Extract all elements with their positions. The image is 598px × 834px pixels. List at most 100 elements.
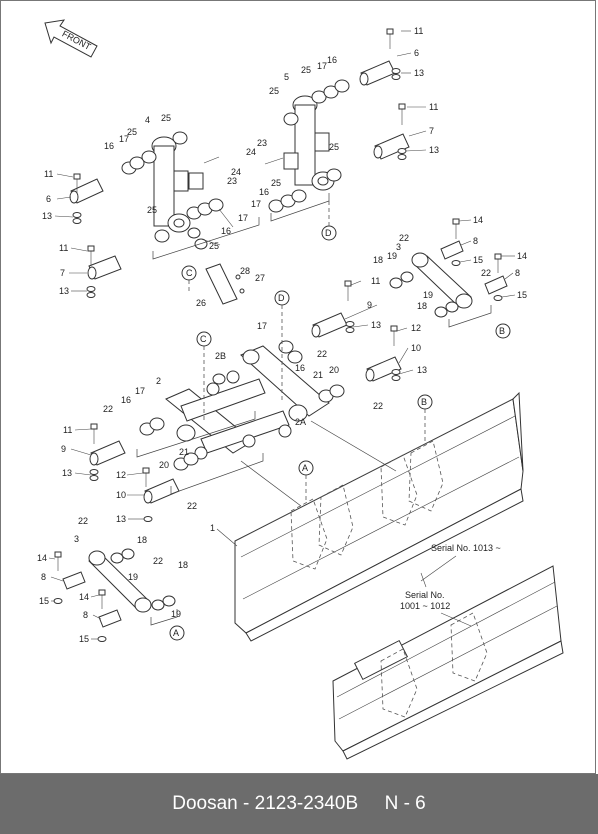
pins-8-left bbox=[62, 571, 122, 628]
svg-text:19: 19 bbox=[128, 572, 138, 582]
svg-text:25: 25 bbox=[147, 205, 157, 215]
blade-old bbox=[332, 565, 564, 760]
serial-note-old: Serial No. 1001 ~ 1012 bbox=[400, 572, 472, 627]
svg-text:17: 17 bbox=[238, 213, 248, 223]
svg-text:9: 9 bbox=[61, 444, 66, 454]
svg-text:16: 16 bbox=[221, 226, 231, 236]
group-bracket-c-mid2 bbox=[170, 453, 264, 495]
bolts-right-top bbox=[386, 28, 406, 125]
footer-separator: - bbox=[243, 793, 250, 814]
svg-text:13: 13 bbox=[116, 514, 126, 524]
pin-9-left bbox=[89, 440, 126, 466]
svg-text:18: 18 bbox=[417, 301, 427, 311]
svg-text:15: 15 bbox=[517, 290, 527, 300]
svg-text:22: 22 bbox=[399, 233, 409, 243]
washers-13-left bbox=[72, 212, 96, 298]
svg-text:15: 15 bbox=[39, 596, 49, 606]
callout-a-lower: A bbox=[169, 625, 185, 641]
svg-text:25: 25 bbox=[161, 113, 171, 123]
svg-text:26: 26 bbox=[196, 298, 206, 308]
footer-page: N - 6 bbox=[384, 793, 426, 814]
svg-text:28: 28 bbox=[240, 266, 250, 276]
svg-text:4: 4 bbox=[145, 115, 150, 125]
svg-text:25: 25 bbox=[271, 178, 281, 188]
bolts-left-link bbox=[53, 551, 107, 642]
serial-note-new: Serial No. 1013 ~ bbox=[420, 543, 501, 582]
svg-text:17: 17 bbox=[119, 134, 129, 144]
bolts-middle bbox=[89, 280, 401, 522]
svg-text:25: 25 bbox=[209, 241, 219, 251]
frame-2 bbox=[165, 345, 330, 460]
svg-text:3: 3 bbox=[396, 242, 401, 252]
svg-text:22: 22 bbox=[103, 404, 113, 414]
svg-text:17: 17 bbox=[135, 386, 145, 396]
link-3-left bbox=[88, 548, 176, 613]
svg-text:17: 17 bbox=[251, 199, 261, 209]
footer-bar: Doosan - 2123-2340B N - 6 bbox=[0, 774, 598, 834]
svg-text:22: 22 bbox=[78, 516, 88, 526]
svg-text:13: 13 bbox=[417, 365, 427, 375]
svg-text:11: 11 bbox=[63, 425, 72, 435]
svg-text:8: 8 bbox=[515, 268, 520, 278]
svg-text:C: C bbox=[186, 268, 193, 278]
svg-text:21: 21 bbox=[313, 370, 323, 380]
bracket-23-left bbox=[188, 156, 220, 190]
svg-text:22: 22 bbox=[153, 556, 163, 566]
seal-rings-right bbox=[268, 79, 350, 213]
svg-text:25: 25 bbox=[269, 86, 279, 96]
svg-text:10: 10 bbox=[411, 343, 421, 353]
svg-text:25: 25 bbox=[301, 65, 311, 75]
svg-text:23: 23 bbox=[227, 176, 237, 186]
svg-text:16: 16 bbox=[259, 187, 269, 197]
svg-text:14: 14 bbox=[37, 553, 47, 563]
pin-7-right bbox=[373, 133, 410, 160]
svg-text:D: D bbox=[278, 293, 285, 303]
svg-text:13: 13 bbox=[62, 468, 72, 478]
part-labels: 11 6 13 16 17 25 5 25 11 7 13 4 25 25 17… bbox=[37, 26, 527, 644]
svg-text:25: 25 bbox=[329, 142, 339, 152]
bolts-right-link bbox=[451, 218, 503, 301]
svg-text:5: 5 bbox=[284, 72, 289, 82]
svg-text:11: 11 bbox=[414, 26, 423, 36]
svg-text:21: 21 bbox=[179, 447, 189, 457]
svg-text:16: 16 bbox=[295, 363, 305, 373]
pins-8-right bbox=[440, 240, 508, 295]
svg-text:19: 19 bbox=[387, 251, 397, 261]
bolt-11-left bbox=[73, 173, 95, 266]
svg-text:8: 8 bbox=[83, 610, 88, 620]
cylinder-right bbox=[292, 95, 335, 191]
svg-text:19: 19 bbox=[423, 290, 433, 300]
svg-text:13: 13 bbox=[42, 211, 52, 221]
svg-text:B: B bbox=[499, 326, 505, 336]
pin-7-left bbox=[87, 255, 122, 280]
callout-d-upper: D bbox=[321, 225, 337, 241]
serial-note-new-text: Serial No. 1013 ~ bbox=[431, 543, 501, 553]
svg-text:16: 16 bbox=[121, 395, 131, 405]
svg-text:8: 8 bbox=[41, 572, 46, 582]
link-3-right bbox=[389, 252, 473, 318]
group-bracket-a-bottom bbox=[150, 609, 178, 626]
svg-text:13: 13 bbox=[59, 286, 69, 296]
svg-text:22: 22 bbox=[481, 268, 491, 278]
svg-text:11: 11 bbox=[44, 169, 53, 179]
svg-text:12: 12 bbox=[411, 323, 421, 333]
svg-text:C: C bbox=[200, 334, 207, 344]
callout-b-right: B bbox=[495, 323, 511, 339]
callout-b-blade: B bbox=[417, 394, 433, 410]
svg-text:13: 13 bbox=[414, 68, 424, 78]
svg-text:16: 16 bbox=[327, 55, 337, 65]
front-arrow-icon: FRONT bbox=[44, 19, 98, 58]
svg-text:24: 24 bbox=[231, 167, 241, 177]
svg-text:13: 13 bbox=[371, 320, 381, 330]
serial-note-old-line2: 1001 ~ 1012 bbox=[400, 601, 450, 611]
assembly-leaders bbox=[188, 201, 426, 507]
serial-note-old-line1: Serial No. bbox=[405, 590, 445, 600]
seal-rings-middle bbox=[139, 340, 345, 471]
washers-13-right bbox=[391, 68, 407, 160]
footer-part-number: 2123-2340B bbox=[254, 793, 359, 814]
svg-text:3: 3 bbox=[74, 534, 79, 544]
bracket-23-right bbox=[264, 152, 299, 170]
blade-1 bbox=[234, 391, 524, 642]
svg-text:2: 2 bbox=[156, 376, 161, 386]
svg-text:D: D bbox=[325, 228, 332, 238]
